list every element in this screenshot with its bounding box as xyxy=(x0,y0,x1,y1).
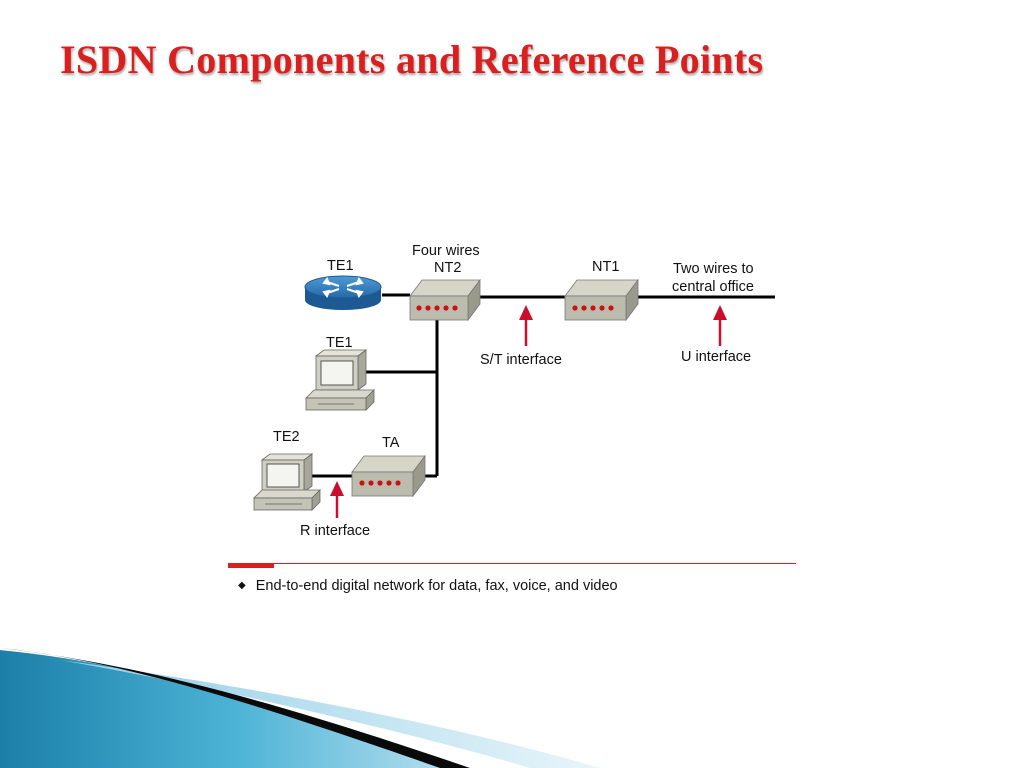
bullet-item: ◆ End-to-end digital network for data, fa… xyxy=(238,578,618,594)
te1-pc-label: TE1 xyxy=(326,335,353,351)
pc-te2-icon xyxy=(253,453,321,511)
nt2-label: NT2 xyxy=(434,260,461,276)
slide-title: ISDN Components and Reference Points xyxy=(60,37,764,82)
connection-lines xyxy=(308,293,775,478)
ta-label: TA xyxy=(382,435,400,451)
two-wires-label-line2: central office xyxy=(672,279,754,295)
two-wires-label-line1: Two wires to xyxy=(673,261,754,277)
four-wires-label: Four wires xyxy=(412,243,480,259)
separator-accent xyxy=(228,564,274,568)
ta-device-icon xyxy=(351,454,426,498)
diamond-bullet-icon: ◆ xyxy=(238,580,246,591)
pc-te1-icon xyxy=(305,349,375,411)
r-interface-arrow xyxy=(330,481,344,518)
st-interface-arrow xyxy=(519,305,533,346)
bullet-text: End-to-end digital network for data, fax… xyxy=(255,578,618,594)
nt1-device-icon xyxy=(564,278,639,322)
st-interface-label: S/T interface xyxy=(480,352,562,368)
te2-label: TE2 xyxy=(273,429,300,445)
router-icon xyxy=(304,275,382,310)
u-interface-arrow xyxy=(713,305,727,346)
nt1-label: NT1 xyxy=(592,259,619,275)
te1-router-label: TE1 xyxy=(327,258,354,274)
separator-line xyxy=(228,563,796,564)
nt2-device-icon xyxy=(409,278,481,322)
r-interface-label: R interface xyxy=(300,523,370,539)
u-interface-label: U interface xyxy=(681,349,751,365)
decorative-wave xyxy=(0,648,600,768)
